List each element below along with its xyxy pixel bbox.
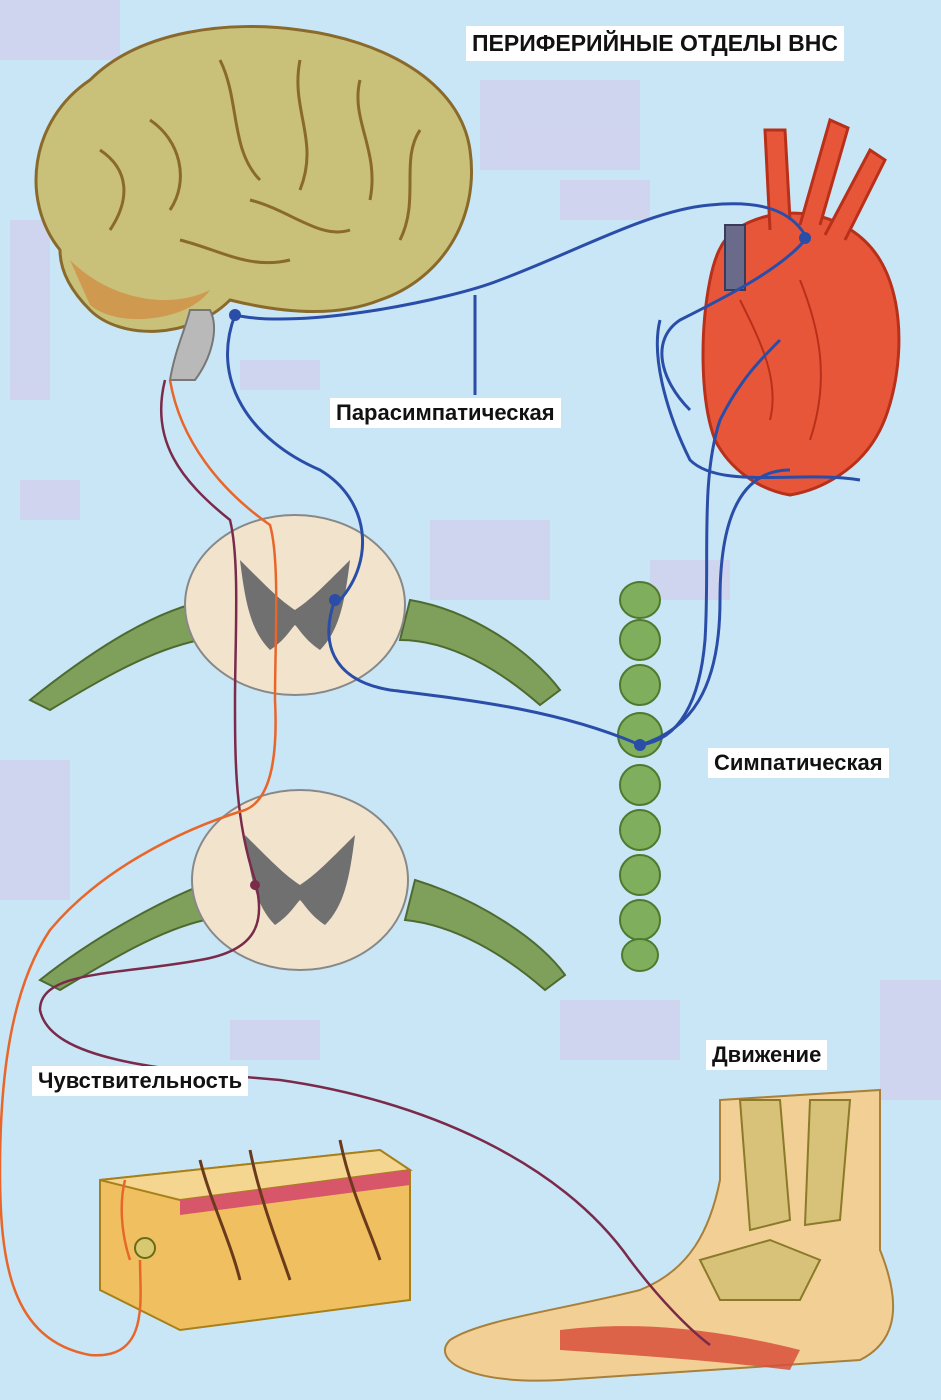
parasympathetic-label: Парасимпатическая <box>330 398 561 428</box>
movement-label: Движение <box>706 1040 827 1070</box>
foot-illustration <box>445 1090 893 1381</box>
sympathetic-label: Симпатическая <box>708 748 889 778</box>
page-title: ПЕРИФЕРИЙНЫЕ ОТДЕЛЫ ВНС <box>466 26 844 61</box>
sensitivity-label: Чувствительность <box>32 1066 248 1096</box>
heart-illustration <box>703 120 899 495</box>
motor-nodes <box>250 880 260 890</box>
brain-illustration <box>36 27 472 380</box>
sympathetic-chain <box>618 582 662 971</box>
skin-block <box>100 1140 410 1330</box>
spinal-cord-section-lower <box>40 790 565 990</box>
